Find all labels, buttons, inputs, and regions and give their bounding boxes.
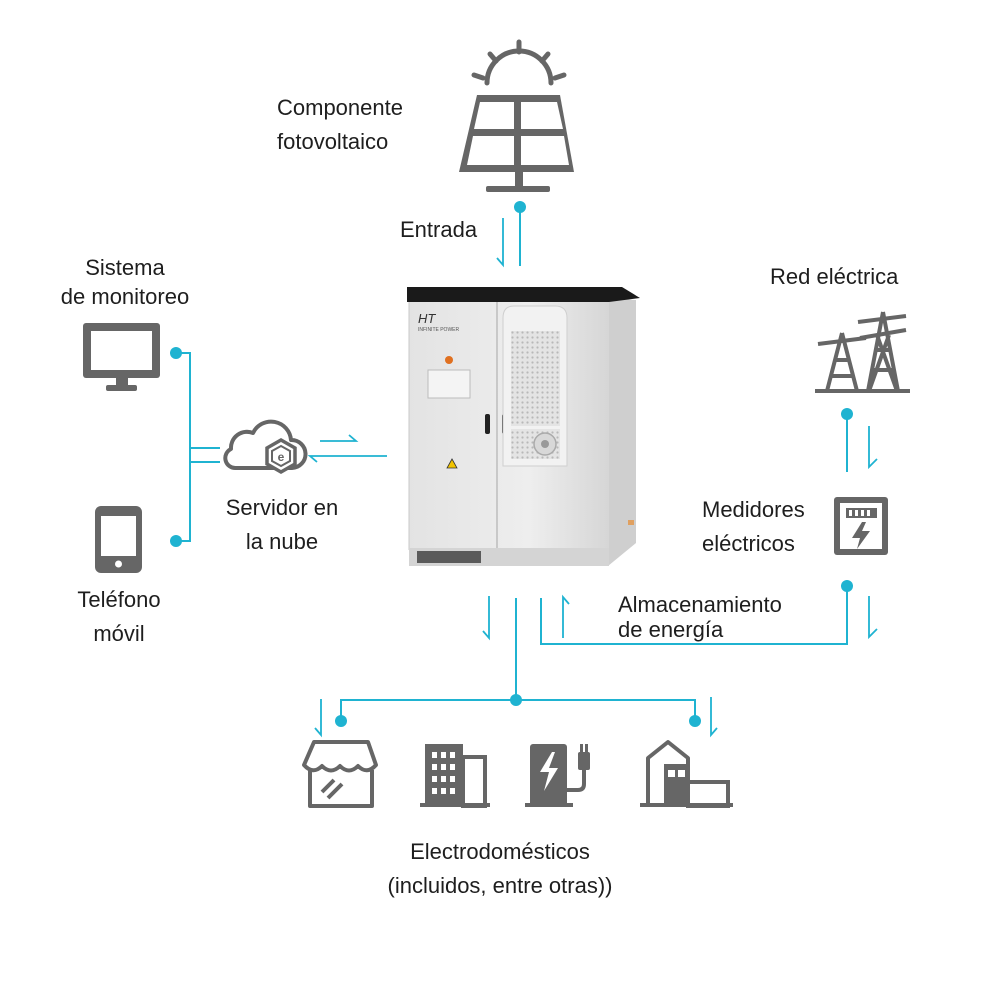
- cabinet-brand: HT: [418, 311, 436, 326]
- ess-cabinet: HT INFINITE POWER: [407, 287, 640, 566]
- arrow-up-storage: [562, 594, 570, 638]
- arrow-right-cloud: [320, 434, 359, 442]
- pv-label: Componente fotovoltaico: [277, 95, 403, 154]
- meters-label: Medidores eléctricos: [702, 497, 805, 556]
- monitor-phone-bracket: [176, 352, 220, 542]
- monitor-icon: [83, 323, 160, 391]
- sun-icon: [471, 39, 567, 86]
- cloud-label: Servidor en la nube: [225, 495, 339, 554]
- shop-icon: [302, 740, 378, 808]
- cabinet-subbrand: INFINITE POWER: [418, 327, 460, 333]
- connector-dots: [170, 201, 853, 727]
- arrow-down-shop: [314, 699, 322, 738]
- solar-panel-icon: [459, 95, 574, 192]
- arrow-down-main: [482, 596, 490, 641]
- monitoring-label: Sistema de monitoreo: [60, 255, 190, 309]
- arrow-down-factory: [710, 697, 718, 738]
- ev-charger-icon: [525, 744, 590, 807]
- phone-icon: [95, 506, 142, 573]
- arrow-down-meter: [868, 596, 878, 640]
- appliances-label: Electrodomésticos (incluidos, entre otra…: [387, 839, 613, 898]
- arrow-down-grid: [868, 426, 878, 470]
- arrow-left-cloud: [307, 455, 387, 463]
- storage-connector: [540, 586, 848, 645]
- storage-label: Almacenamiento de energía: [618, 592, 782, 642]
- building-icon: [420, 744, 490, 808]
- entrada-label: Entrada: [400, 217, 478, 242]
- flow-arrows: [307, 218, 878, 738]
- meter-icon: [834, 497, 888, 555]
- factory-icon: [640, 740, 733, 808]
- arrow-down-pv: [496, 218, 504, 268]
- phone-label: Teléfono móvil: [77, 587, 161, 646]
- svg-text:e: e: [278, 450, 285, 464]
- cloud-icon: e: [223, 419, 308, 475]
- power-tower-icon: [815, 311, 910, 393]
- grid-label: Red eléctrica: [770, 264, 899, 289]
